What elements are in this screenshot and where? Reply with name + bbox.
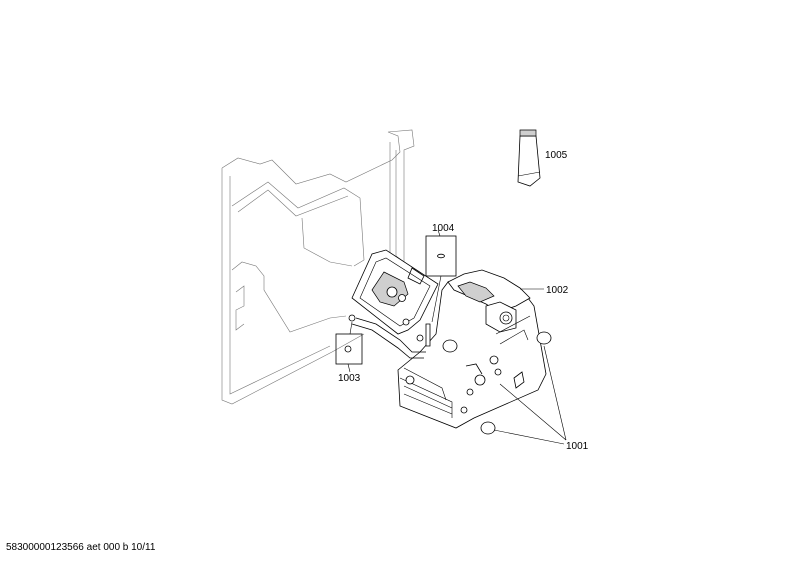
callout-1001: 1001 [566, 441, 589, 452]
part-1003-detail [335, 321, 363, 365]
leader-lines [347, 229, 567, 445]
brewing-unit [348, 249, 552, 435]
part-1004-detail [425, 235, 457, 323]
document-id-footer: 58300000123566 aet 000 b 10/11 [6, 542, 156, 553]
callout-1004: 1004 [432, 223, 455, 234]
housing-frame [221, 129, 415, 405]
callout-1002: 1002 [546, 285, 569, 296]
grease-tube-1005 [517, 129, 541, 187]
callout-1005: 1005 [545, 150, 568, 161]
callout-1003: 1003 [338, 373, 361, 384]
